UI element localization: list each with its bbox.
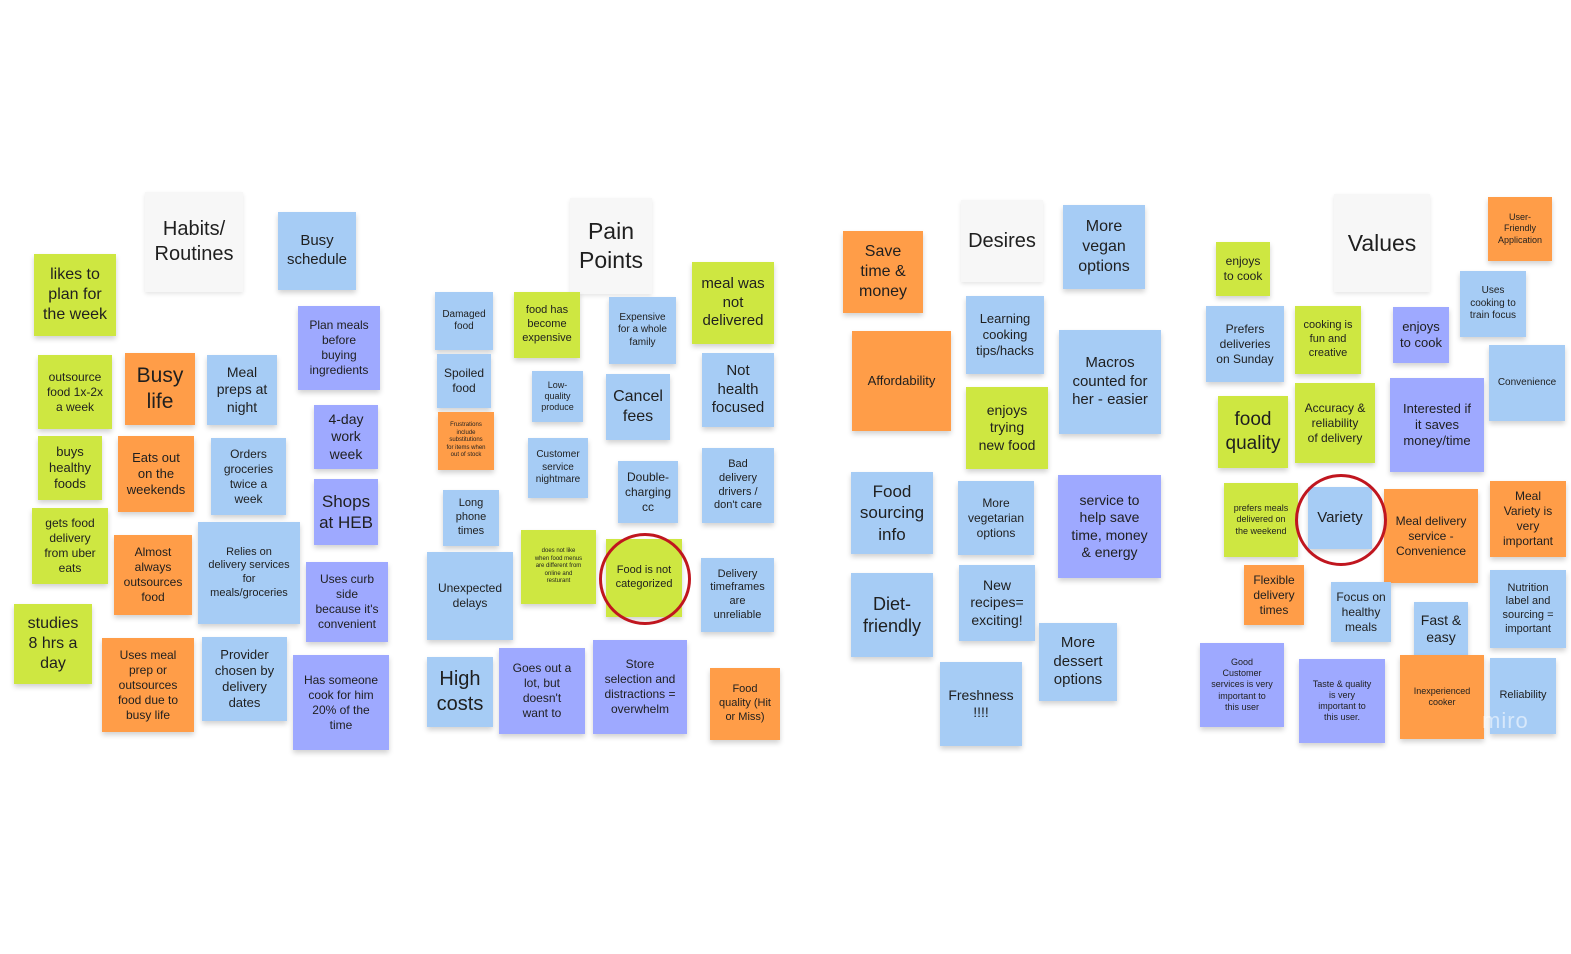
note-fast-easy[interactable]: Fast &easy (1414, 602, 1468, 656)
note-freshness[interactable]: Freshness!!!! (940, 662, 1022, 746)
note-habits-header[interactable]: Habits/Routines (145, 192, 243, 292)
note-diet-friendly[interactable]: Diet-friendly (851, 573, 933, 657)
note-convenience[interactable]: Convenience (1489, 345, 1565, 421)
miro-watermark: miro (1482, 708, 1529, 733)
note-desires-header[interactable]: Desires (961, 200, 1043, 282)
note-affordability[interactable]: Affordability (852, 331, 951, 431)
note-reliability[interactable]: Reliability (1490, 658, 1556, 734)
note-variety[interactable]: Variety (1308, 487, 1372, 549)
note-values-header[interactable]: Values (1334, 194, 1430, 292)
